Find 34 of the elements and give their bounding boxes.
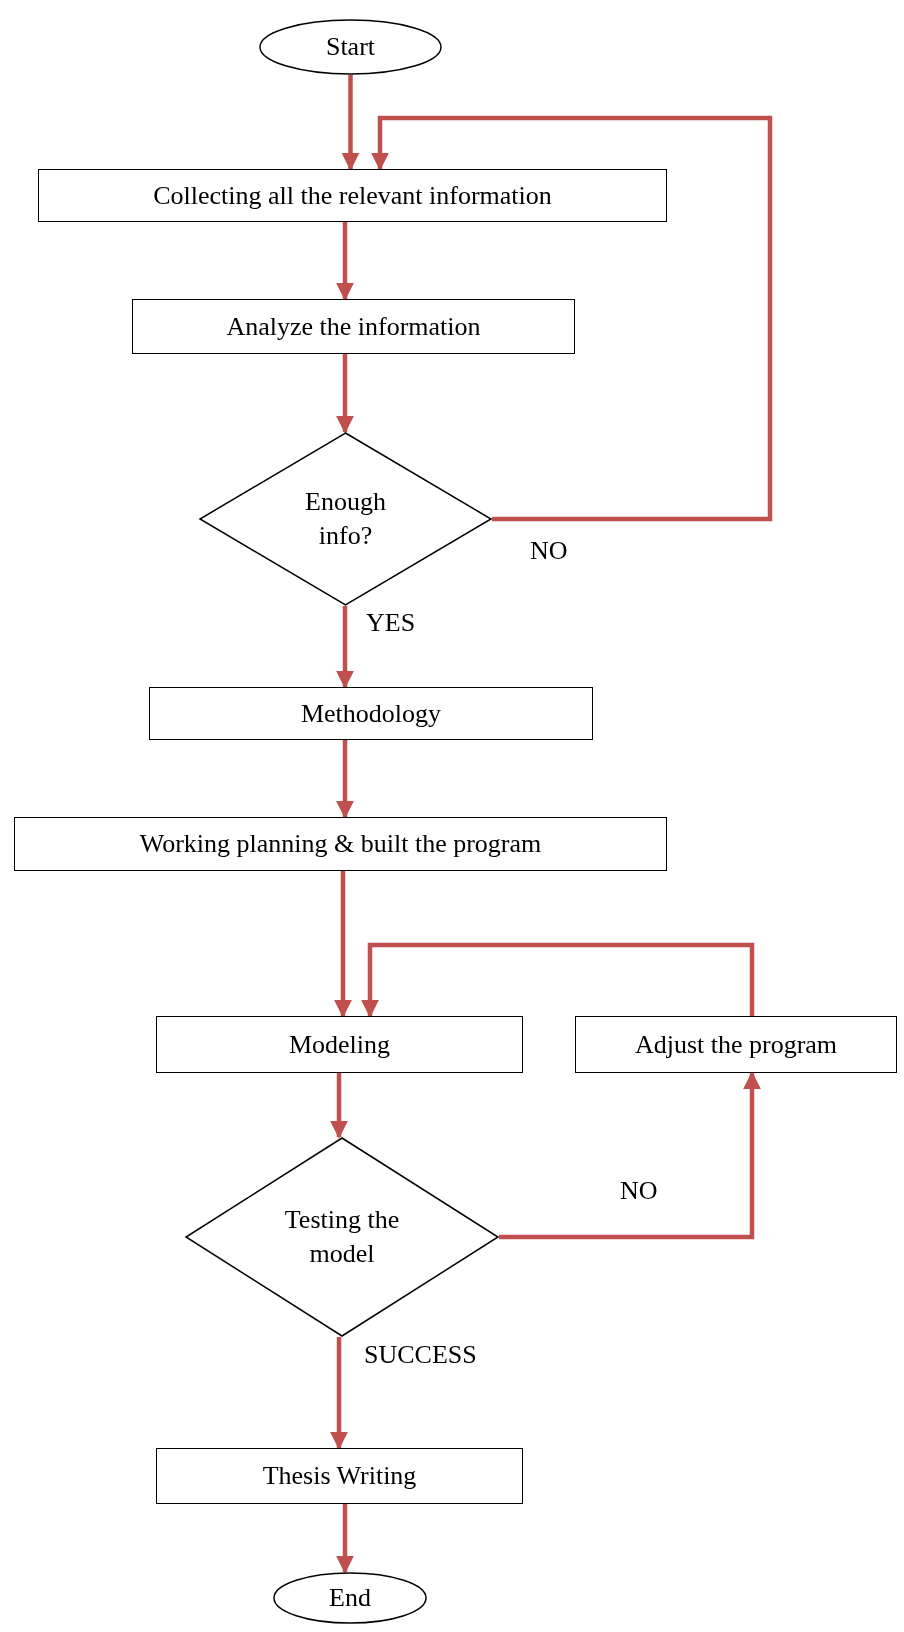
node-label: Working planning & built the program [139,828,542,861]
node-label: Thesis Writing [262,1460,417,1493]
arrow [330,1073,348,1139]
node-label: Methodology [300,697,442,730]
terminal-ellipse [259,19,442,75]
process-box [14,817,667,871]
process-box [156,1016,523,1073]
arrow [334,871,352,1018]
process-box [156,1448,523,1504]
node-label: Modeling [288,1028,391,1061]
arrow [336,606,354,689]
decision-diamond [199,432,492,606]
process-box [149,687,593,740]
node-label: Enough info? [304,486,387,552]
arrow [330,1337,348,1450]
node-label: Collecting all the relevant information [153,179,552,212]
arrow [361,942,755,1018]
node-label: Adjust the program [634,1028,838,1061]
process-box [575,1016,897,1073]
node-label: Start [325,31,376,64]
arrow [371,115,773,522]
arrow [336,740,354,819]
process-box [38,169,667,222]
node-label: Testing the model [283,1204,401,1270]
arrow [336,222,354,301]
terminal-ellipse [273,1572,427,1624]
node-label: End [329,1582,371,1615]
arrow [336,354,354,434]
arrow [341,75,360,171]
arrow [499,1071,761,1240]
node-label: Analyze the information [226,310,481,343]
arrow [336,1504,354,1574]
decision-diamond [185,1137,499,1337]
process-box [132,299,575,354]
